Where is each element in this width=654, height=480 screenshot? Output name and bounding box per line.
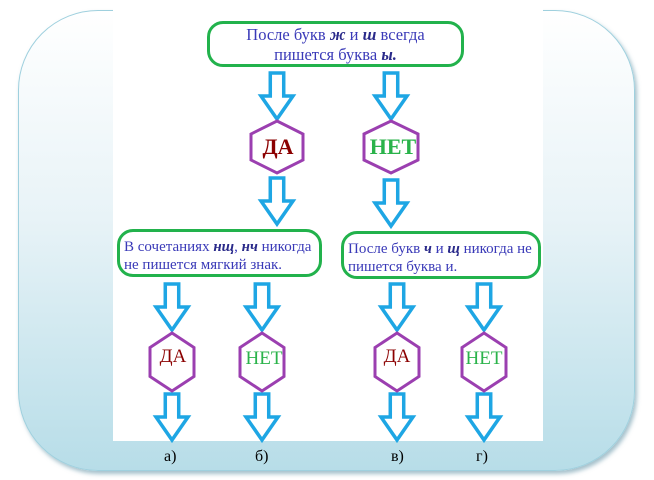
arrow-down-icon bbox=[377, 282, 417, 334]
arrow-down-icon bbox=[371, 178, 411, 230]
arrow-down-icon bbox=[242, 392, 282, 444]
rule-letter: щ bbox=[447, 241, 460, 257]
hexagon-yes-shape bbox=[148, 331, 196, 393]
rule-text: никогда bbox=[257, 239, 312, 255]
top-no-label: НЕТ bbox=[369, 134, 417, 159]
branch-a-yes-label: ДА bbox=[159, 346, 187, 367]
variant-b-label: б) bbox=[255, 448, 269, 465]
rule-letter: нщ bbox=[213, 239, 235, 255]
branch-v-yes-label: ДА bbox=[383, 346, 411, 367]
rule-text: , bbox=[234, 239, 242, 255]
top-yes-label: ДА bbox=[262, 134, 294, 159]
rule-text: всегда bbox=[376, 25, 425, 44]
hexagon-yes-shape bbox=[249, 119, 305, 175]
rule-text: никогда не bbox=[459, 241, 532, 257]
rule-letter: нч bbox=[241, 239, 258, 255]
arrow-down-icon bbox=[152, 282, 192, 334]
rule-letter: ж bbox=[329, 25, 346, 44]
rule-text: пишется буква bbox=[274, 45, 382, 64]
hexagon-yes-shape bbox=[373, 331, 421, 393]
arrow-down-icon bbox=[464, 282, 504, 334]
rule-letter: ч bbox=[423, 241, 432, 257]
rule-letter: ы. bbox=[381, 45, 397, 64]
arrow-down-icon bbox=[257, 176, 297, 228]
variant-a-label: а) bbox=[164, 448, 177, 465]
rule-letter: ш bbox=[362, 25, 377, 44]
variant-v-label: в) bbox=[391, 448, 404, 465]
hexagon-no-shape bbox=[362, 119, 420, 175]
rule-text: и bbox=[345, 25, 363, 44]
branch-g-no-label: НЕТ bbox=[465, 348, 503, 369]
rule-text: не пишется мягкий знак. bbox=[124, 257, 283, 273]
rule-text: пишется буква и. bbox=[348, 259, 458, 275]
arrow-down-icon bbox=[242, 282, 282, 334]
rule-box-nsch-nch: В сочетаниях нщ, нч никогда не пишется м… bbox=[117, 229, 322, 277]
rule-text: В сочетаниях bbox=[124, 239, 214, 255]
branch-b-no-label: НЕТ bbox=[245, 348, 283, 369]
rule-text: После букв bbox=[348, 241, 424, 257]
arrow-down-icon bbox=[257, 71, 297, 123]
rule-text: и bbox=[431, 241, 448, 257]
variant-g-label: г) bbox=[476, 448, 488, 465]
arrow-down-icon bbox=[371, 71, 411, 123]
arrow-down-icon bbox=[464, 392, 504, 444]
rule-box-ch-sch: После букв ч и щ никогда не пишется букв… bbox=[341, 231, 541, 279]
rule-text: После букв bbox=[246, 25, 330, 44]
rule-box-zh-sh: После букв ж и ш всегда пишется буква ы. bbox=[207, 21, 464, 67]
arrow-down-icon bbox=[377, 392, 417, 444]
hexagon-no-shape bbox=[238, 331, 286, 393]
arrow-down-icon bbox=[152, 392, 192, 444]
hexagon-no-shape bbox=[460, 331, 508, 393]
